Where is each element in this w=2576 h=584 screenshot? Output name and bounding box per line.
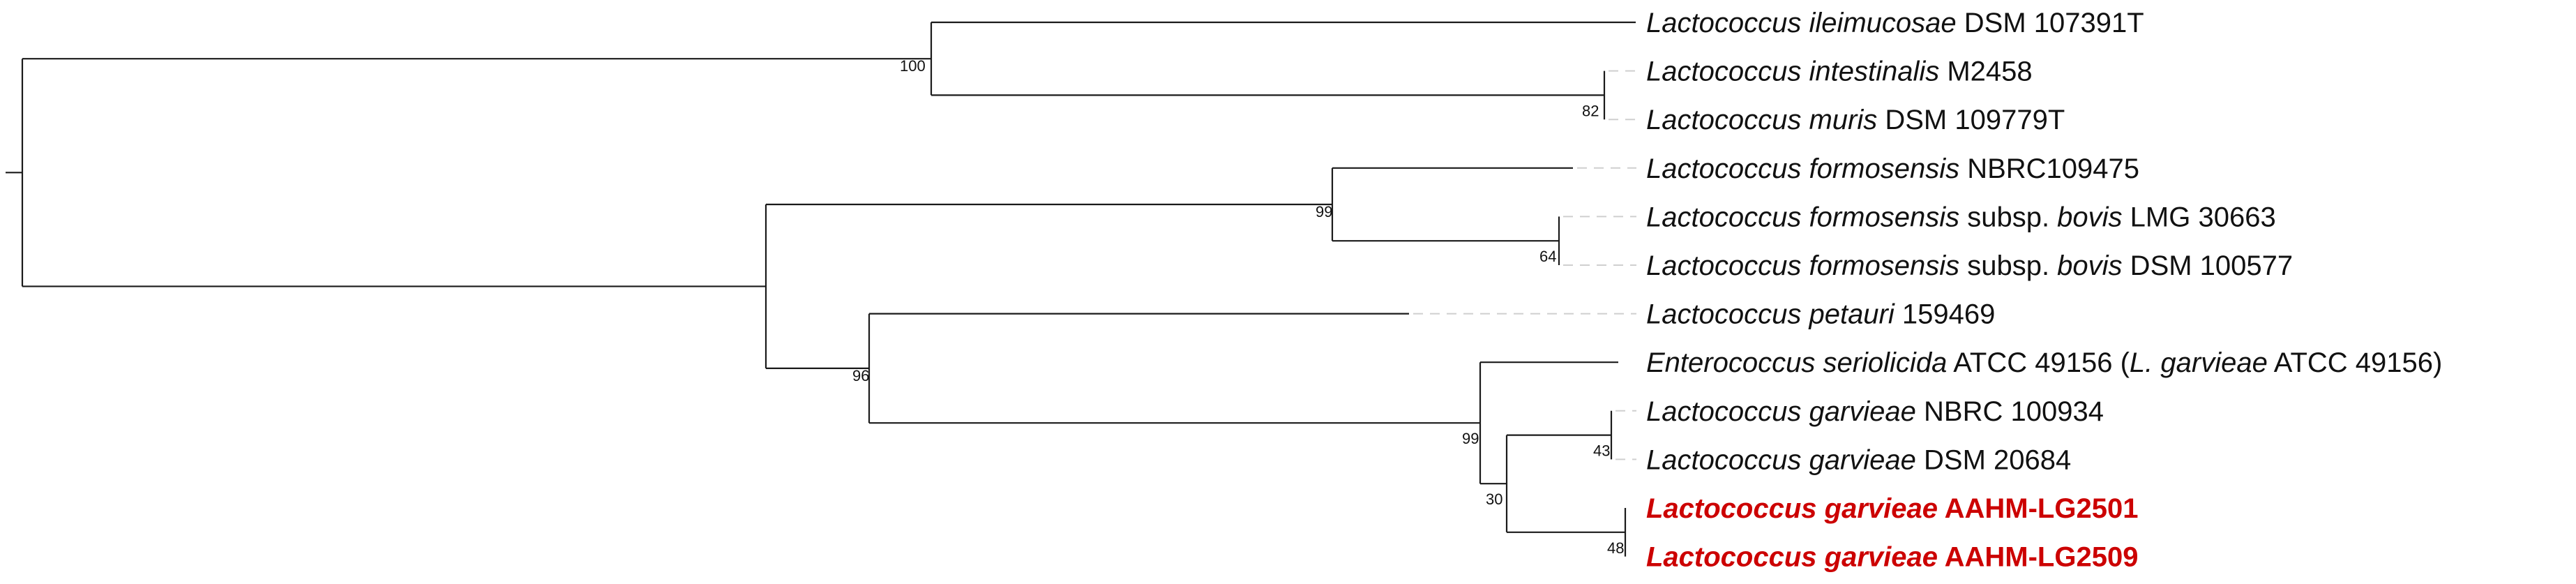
taxon-label-part: subsp. [1959,250,2057,281]
bootstrap-value: 82 [1582,102,1599,119]
bootstrap-value: 99 [1462,430,1479,447]
taxon-label-part: AAHM-LG2501 [1938,493,2138,524]
taxon-label-t1: Lactococcus ileimucosae DSM 107391T [1646,8,2144,38]
bootstrap-value: 64 [1539,248,1556,265]
taxon-label-part: AAHM-LG2509 [1938,542,2138,573]
bootstrap-value: 43 [1593,442,1610,460]
taxon-label-part: Enterococcus seriolicida [1646,347,1947,378]
taxon-label-t3: Lactococcus muris DSM 109779T [1646,105,2065,135]
taxon-label-t11: Lactococcus garvieae AAHM-LG2501 [1646,493,2138,524]
bootstrap-value: 96 [852,367,869,384]
taxon-label-t4: Lactococcus formosensis NBRC109475 [1646,154,2139,184]
taxon-label-part: Lactococcus intestinalis [1646,57,1939,87]
taxon-label-part: Lactococcus garvieae [1646,493,1938,524]
taxon-label-t8: Enterococcus seriolicida ATCC 49156 (L. … [1646,347,2442,378]
taxon-label-part: Lactococcus muris [1646,105,1877,135]
taxon-label-part: Lactococcus formosensis [1646,202,1959,232]
bootstrap-value: 100 [900,57,926,75]
taxon-label-part: M2458 [1939,57,2032,87]
taxon-label-part: Lactococcus formosensis [1646,250,1959,281]
taxon-label-t7: Lactococcus petauri 159469 [1646,299,1995,330]
taxon-labels: Lactococcus ileimucosae DSM 107391TLacto… [1646,8,2442,573]
bootstrap-support-values: 100 82 99 64 96 99 43 30 48 [852,57,1624,557]
taxon-label-part: DSM 20684 [1916,444,2071,475]
bootstrap-value: 48 [1607,539,1624,557]
taxon-label-part: 159469 [1895,299,1996,330]
taxon-label-part: DSM 100577 [2123,250,2293,281]
taxon-label-part: subsp. [1959,202,2057,232]
taxon-label-t9: Lactococcus garvieae NBRC 100934 [1646,396,2104,427]
bootstrap-value: 99 [1316,203,1332,220]
taxon-label-t2: Lactococcus intestinalis M2458 [1646,57,2033,87]
taxon-label-part: DSM 109779T [1877,105,2065,135]
tree-branches [6,21,1636,557]
taxon-label-t10: Lactococcus garvieae DSM 20684 [1646,444,2071,475]
taxon-label-part: NBRC 100934 [1916,396,2104,427]
taxon-label-part: ATCC 49156) [2268,347,2443,378]
taxon-label-part: Lactococcus formosensis [1646,154,1959,184]
taxon-label-part: Lactococcus petauri [1646,299,1895,330]
taxon-label-part: DSM 107391T [1957,8,2144,38]
taxon-label-t12: Lactococcus garvieae AAHM-LG2509 [1646,542,2138,573]
taxon-label-t6: Lactococcus formosensis subsp. bovis DSM… [1646,250,2293,281]
taxon-label-part: Lactococcus garvieae [1646,396,1916,427]
taxon-label-part: L. garvieae [2130,347,2268,378]
taxon-label-part: Lactococcus ileimucosae [1646,8,1957,38]
taxon-label-part: ATCC 49156 ( [1947,347,2130,378]
taxon-label-part: Lactococcus garvieae [1646,444,1916,475]
taxon-label-part: LMG 30663 [2123,202,2276,232]
taxon-label-part: NBRC109475 [1959,154,2139,184]
taxon-label-part: bovis [2057,202,2122,232]
taxon-label-t5: Lactococcus formosensis subsp. bovis LMG… [1646,202,2276,232]
taxon-label-part: bovis [2057,250,2122,281]
taxon-label-part: Lactococcus garvieae [1646,542,1938,573]
tree-leader-lines [1413,70,1636,461]
bootstrap-value: 30 [1486,491,1502,508]
